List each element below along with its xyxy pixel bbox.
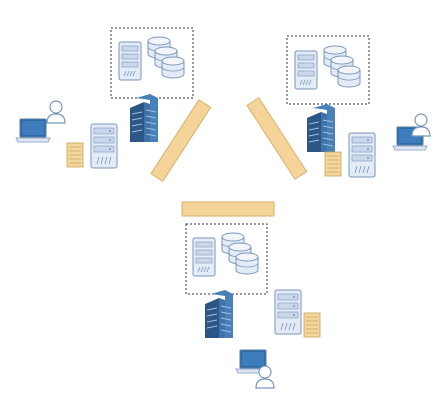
server-tower-icon bbox=[90, 123, 118, 169]
document-icon bbox=[324, 151, 342, 177]
building-icon bbox=[129, 93, 159, 143]
datacenter-box bbox=[286, 35, 370, 105]
database-icon bbox=[324, 46, 360, 87]
link-left bbox=[150, 99, 212, 182]
user-icon bbox=[46, 100, 66, 124]
site-top-right bbox=[286, 35, 431, 178]
database-icon bbox=[222, 233, 258, 274]
link-horizontal bbox=[181, 201, 275, 217]
database-icon bbox=[148, 37, 184, 78]
link-bars bbox=[150, 97, 308, 217]
document-icon bbox=[303, 312, 321, 338]
server-tower-icon bbox=[274, 289, 302, 335]
building-icon bbox=[204, 289, 234, 339]
server-icon bbox=[118, 41, 142, 81]
server-icon bbox=[294, 50, 318, 90]
document-icon bbox=[66, 142, 84, 168]
laptop-icon bbox=[15, 118, 51, 143]
server-tower-icon bbox=[348, 132, 376, 178]
building-icon bbox=[306, 103, 336, 153]
user-icon bbox=[411, 113, 431, 137]
server-icon bbox=[192, 237, 216, 277]
site-top-left bbox=[15, 27, 194, 169]
site-bottom bbox=[185, 223, 321, 389]
datacenter-box bbox=[185, 223, 268, 295]
link-right bbox=[246, 97, 308, 180]
